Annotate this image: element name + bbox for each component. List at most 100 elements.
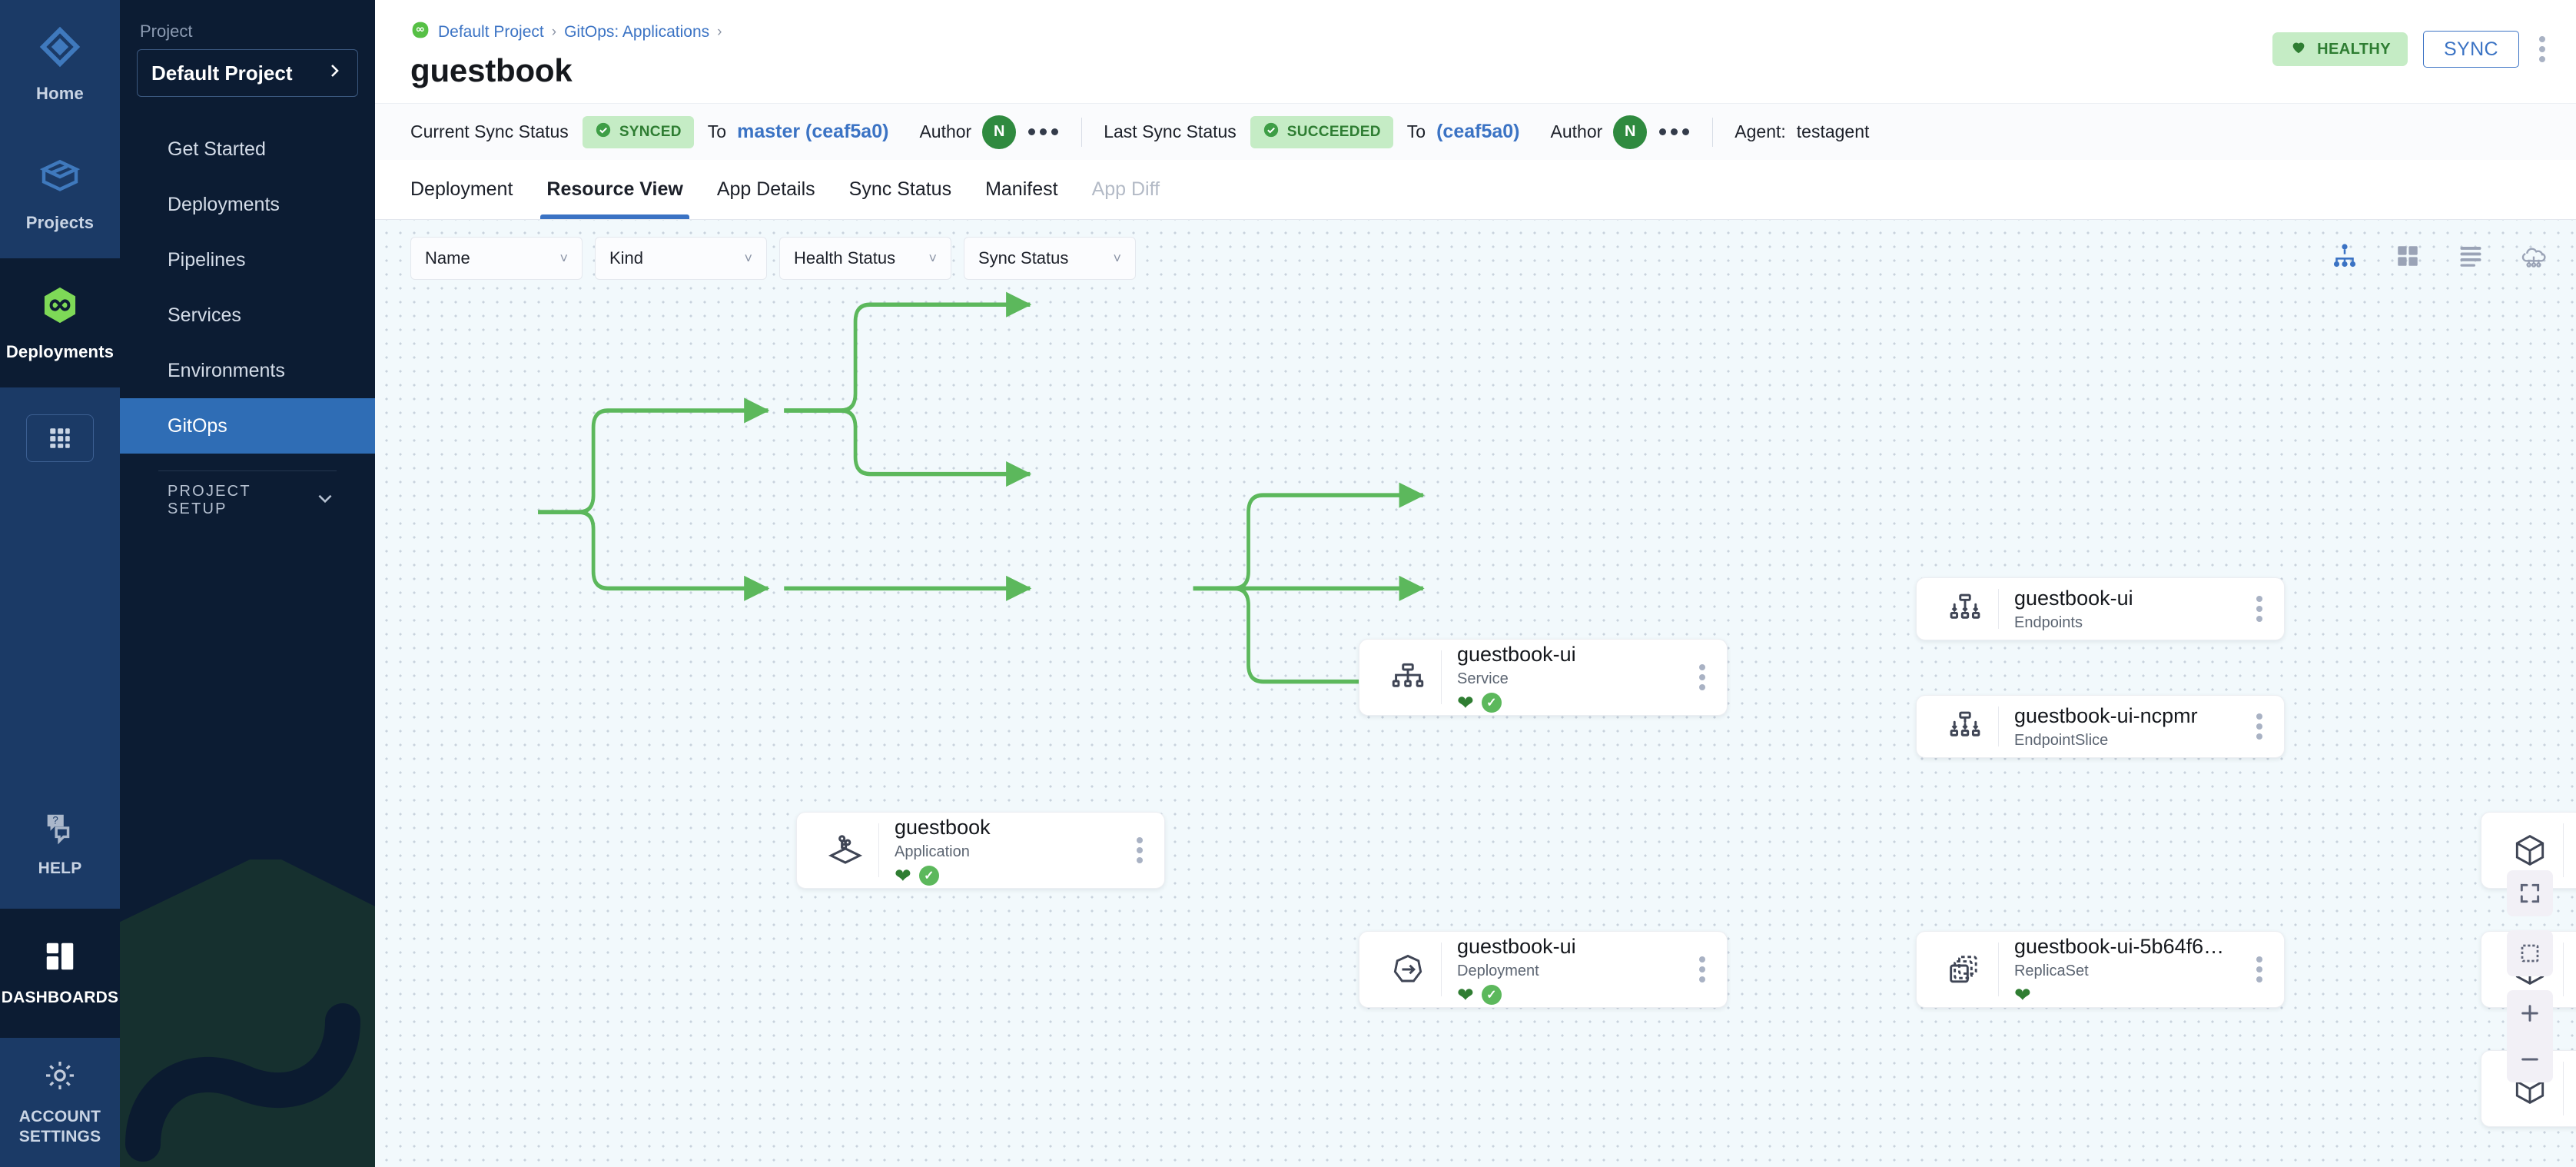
sidebar-item-deployments[interactable]: Deployments xyxy=(120,177,375,232)
nav-item-label: Services xyxy=(168,304,241,326)
filter-bar: Name ˅ Kind ˅ Health Status ˅ Sync Statu… xyxy=(410,237,1136,280)
nav-decoration xyxy=(120,859,375,1167)
current-sync-overflow-icon[interactable] xyxy=(1027,124,1060,140)
agent-label: Agent: xyxy=(1734,121,1786,141)
node-divider xyxy=(878,823,879,877)
help-chat-icon: ? xyxy=(42,810,78,850)
node-divider xyxy=(1998,943,1999,996)
sidebar-item-services[interactable]: Services xyxy=(120,288,375,343)
status-badge-label: HEALTHY xyxy=(2317,40,2391,58)
node-overflow-menu-icon[interactable] xyxy=(2235,591,2284,627)
rail-item-help[interactable]: ? HELP xyxy=(0,780,120,909)
current-sync-author-label: Author xyxy=(919,121,972,141)
health-heart-icon: ❤ xyxy=(2013,982,2031,1006)
node-content: guestbook-ui-ncpmr EndpointSlice xyxy=(2014,696,2235,756)
node-overflow-menu-icon[interactable] xyxy=(1678,952,1727,987)
apps-grid-icon[interactable] xyxy=(26,414,94,462)
current-sync-revision-link[interactable]: master (ceaf5a0) xyxy=(737,121,889,142)
page-header: Default Project › GitOps: Applications ›… xyxy=(375,0,2576,89)
graph-view-icon[interactable] xyxy=(2329,240,2361,272)
node-kind: EndpointSlice xyxy=(2014,731,2109,749)
last-sync-revision-link[interactable]: (ceaf5a0) xyxy=(1436,121,1520,142)
sidebar-item-environments[interactable]: Environments xyxy=(120,343,375,398)
chevron-down-icon: ˅ xyxy=(928,250,937,266)
endpoints-icon xyxy=(1937,590,1993,628)
graph-node-endpoints[interactable]: guestbook-ui Endpoints xyxy=(1916,577,2285,640)
tab-app-details[interactable]: App Details xyxy=(716,178,815,200)
network-view-icon[interactable] xyxy=(2518,240,2550,272)
node-kind: ReplicaSet xyxy=(2013,962,2089,979)
pod-icon xyxy=(2501,831,2558,869)
sidebar-item-gitops[interactable]: GitOps xyxy=(120,398,375,454)
resource-graph-canvas[interactable]: Name ˅ Kind ˅ Health Status ˅ Sync Statu… xyxy=(375,220,2576,1167)
tab-bar: Deployment Resource View App Details Syn… xyxy=(375,160,2576,220)
endpointslice-icon xyxy=(1937,707,1993,746)
rail-item-dashboards[interactable]: DASHBOARDS xyxy=(0,909,120,1038)
check-circle-icon xyxy=(595,121,612,143)
node-name: guestbook-ui-5b64f69597 xyxy=(2013,935,2235,959)
nav-section-project-setup[interactable]: PROJECT SETUP xyxy=(120,471,375,530)
current-sync-status-pill: SYNCED xyxy=(582,115,694,148)
header-overflow-menu-icon[interactable] xyxy=(2535,32,2550,67)
tab-manifest[interactable]: Manifest xyxy=(985,178,1058,200)
chevron-down-icon: ˅ xyxy=(1113,250,1121,266)
node-content: guestbook-ui-5b64f69597 ReplicaSet ❤ xyxy=(2014,926,2235,1012)
project-leaf-icon xyxy=(410,20,430,45)
graph-node-replicaset[interactable]: guestbook-ui-5b64f69597 ReplicaSet ❤ xyxy=(1916,931,2285,1008)
tab-deployment[interactable]: Deployment xyxy=(410,178,513,200)
rail-item-label: DASHBOARDS xyxy=(1,989,119,1007)
chevron-down-icon xyxy=(315,488,335,513)
sync-button[interactable]: SYNC xyxy=(2422,31,2519,68)
project-selector-name: Default Project xyxy=(151,61,293,85)
node-overflow-menu-icon[interactable] xyxy=(2235,952,2284,987)
view-mode-toggle-group xyxy=(2329,240,2550,272)
last-sync-overflow-icon[interactable] xyxy=(1658,124,1691,140)
filter-name[interactable]: Name ˅ xyxy=(410,237,583,280)
rail-item-home[interactable]: Home xyxy=(0,0,120,129)
zoom-out-icon[interactable] xyxy=(2507,1036,2553,1082)
list-view-icon[interactable] xyxy=(2455,240,2487,272)
select-box-icon[interactable] xyxy=(2507,930,2553,976)
rail-item-projects[interactable]: Projects xyxy=(0,129,120,258)
filter-sync-status[interactable]: Sync Status ˅ xyxy=(964,237,1136,280)
fit-screen-icon[interactable] xyxy=(2507,870,2553,916)
tab-app-diff: App Diff xyxy=(1091,178,1160,200)
last-sync-author-label: Author xyxy=(1550,121,1603,141)
node-content: guestbook-ui Service ❤ ✓ xyxy=(1457,634,1678,720)
node-divider xyxy=(1998,707,1999,746)
node-name: guestbook xyxy=(895,816,991,840)
breadcrumb-link-default-project[interactable]: Default Project xyxy=(438,23,544,41)
graph-node-endpointslice[interactable]: guestbook-ui-ncpmr EndpointSlice xyxy=(1916,695,2285,758)
node-divider xyxy=(2563,1062,2564,1115)
deployment-icon xyxy=(1379,950,1436,989)
node-overflow-menu-icon[interactable] xyxy=(2235,709,2284,744)
node-overflow-menu-icon[interactable] xyxy=(1115,833,1164,868)
breadcrumb-link-gitops-applications[interactable]: GitOps: Applications xyxy=(564,23,710,41)
graph-node-service[interactable]: guestbook-ui Service ❤ ✓ xyxy=(1359,639,1728,716)
grid-view-icon[interactable] xyxy=(2392,240,2424,272)
node-name: guestbook-ui xyxy=(1457,935,1576,959)
page-title: guestbook xyxy=(410,52,573,88)
rail-item-account-settings[interactable]: ACCOUNT SETTINGS xyxy=(0,1038,120,1167)
filter-health-status[interactable]: Health Status ˅ xyxy=(779,237,951,280)
tab-sync-status[interactable]: Sync Status xyxy=(848,178,952,200)
sidebar-item-get-started[interactable]: Get Started xyxy=(120,121,375,177)
breadcrumb-separator: › xyxy=(717,24,722,40)
rail-item-deployments[interactable]: Deployments xyxy=(0,258,120,387)
rail-spacer xyxy=(0,489,120,780)
breadcrumb-separator: › xyxy=(551,24,557,40)
sidebar-item-pipelines[interactable]: Pipelines xyxy=(120,232,375,288)
project-selector[interactable]: Default Project xyxy=(137,49,358,97)
resource-graph: guestbook Application ❤ ✓ xyxy=(375,220,2576,1167)
zoom-in-icon[interactable] xyxy=(2507,990,2553,1036)
avatar: N xyxy=(982,115,1017,149)
node-content: guestbook-ui Deployment ❤ ✓ xyxy=(1457,926,1678,1012)
rail-item-apps[interactable] xyxy=(0,387,120,489)
node-overflow-menu-icon[interactable] xyxy=(1678,660,1727,695)
tab-resource-view[interactable]: Resource View xyxy=(529,159,699,219)
graph-node-pod-1[interactable]: guestbook-ui-5b64f6959… Pod ❤ xyxy=(2481,812,2576,889)
graph-node-application[interactable]: guestbook Application ❤ ✓ xyxy=(796,812,1165,889)
filter-kind[interactable]: Kind ˅ xyxy=(595,237,767,280)
graph-node-deployment[interactable]: guestbook-ui Deployment ❤ ✓ xyxy=(1359,931,1728,1008)
